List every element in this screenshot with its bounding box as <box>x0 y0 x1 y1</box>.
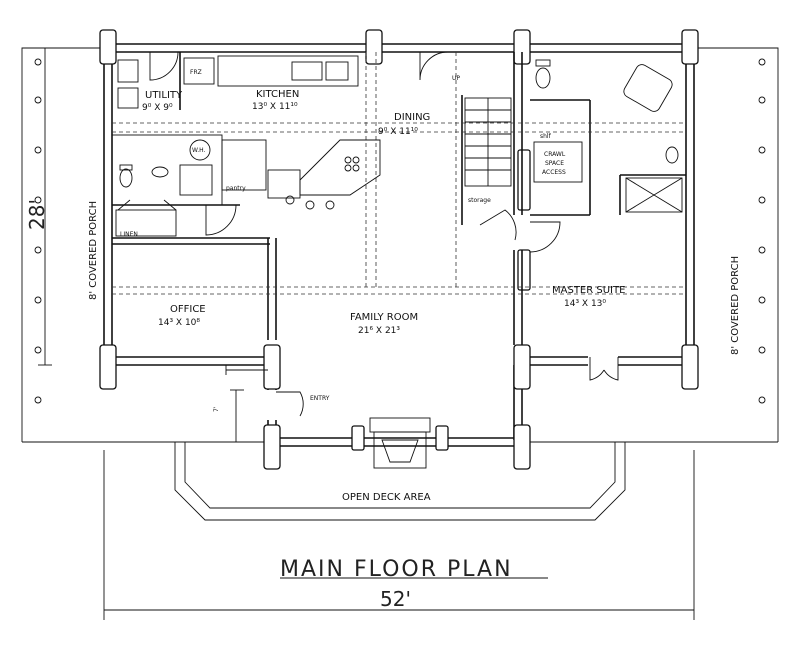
kitchen-dims: 13⁰ X 11¹⁰ <box>252 102 298 112</box>
shelf-label: shlf <box>540 133 552 140</box>
linen-label: LINEN <box>120 231 138 238</box>
porch-labels: 8' COVERED PORCH 8' COVERED PORCH 28' OP… <box>25 199 741 503</box>
beam-lines <box>112 52 686 295</box>
dimension-lines <box>38 47 695 620</box>
kitchen-name: KITCHEN <box>256 89 299 100</box>
entry-dim-label: 7' <box>213 406 220 412</box>
office-name: OFFICE <box>170 304 206 315</box>
log-posts <box>99 29 699 470</box>
deck-label: OPEN DECK AREA <box>342 492 431 503</box>
plan-title: MAIN FLOOR PLAN <box>280 557 513 582</box>
width-dim-label: 52' <box>380 587 411 611</box>
porch-posts <box>34 58 766 404</box>
stairs-up-label: UP <box>452 75 460 82</box>
exterior-walls <box>103 43 695 447</box>
dining-dims: 9⁰ X 11¹⁰ <box>378 127 418 137</box>
master-suite-dims: 14³ X 13⁰ <box>564 299 606 309</box>
porch-outline <box>21 47 779 521</box>
utility-dims: 9⁰ X 9⁰ <box>142 103 173 113</box>
utility-name: UTILITY <box>145 90 183 101</box>
master-suite-name: MASTER SUITE <box>552 285 625 296</box>
fixtures <box>117 55 679 469</box>
depth-dim-label: 28' <box>25 199 49 230</box>
right-porch-label: 8' COVERED PORCH <box>730 256 741 355</box>
freezer-label: FRZ <box>190 69 202 76</box>
storage-label: storage <box>468 197 491 204</box>
family-room-dims: 21⁶ X 21³ <box>358 326 400 336</box>
entry-label: ENTRY <box>310 395 330 402</box>
interior-walls <box>111 52 686 345</box>
pantry-label: pantry <box>226 185 246 192</box>
doors <box>117 51 619 417</box>
family-room-name: FAMILY ROOM <box>350 312 418 323</box>
small-labels: FRZ W.H. pantry LINEN storage UP shlf CR… <box>120 69 566 412</box>
left-porch-label: 8' COVERED PORCH <box>88 201 99 300</box>
crawl-label-1: CRAWL <box>544 151 566 158</box>
water-heater-label: W.H. <box>192 147 206 154</box>
office-dims: 14³ X 10⁸ <box>158 318 200 328</box>
crawl-label-3: ACCESS <box>542 169 566 176</box>
room-labels: UTILITY 9⁰ X 9⁰ KITCHEN 13⁰ X 11¹⁰ DININ… <box>142 89 625 336</box>
crawl-label-2: SPACE <box>545 160 564 167</box>
dining-name: DINING <box>394 112 430 123</box>
